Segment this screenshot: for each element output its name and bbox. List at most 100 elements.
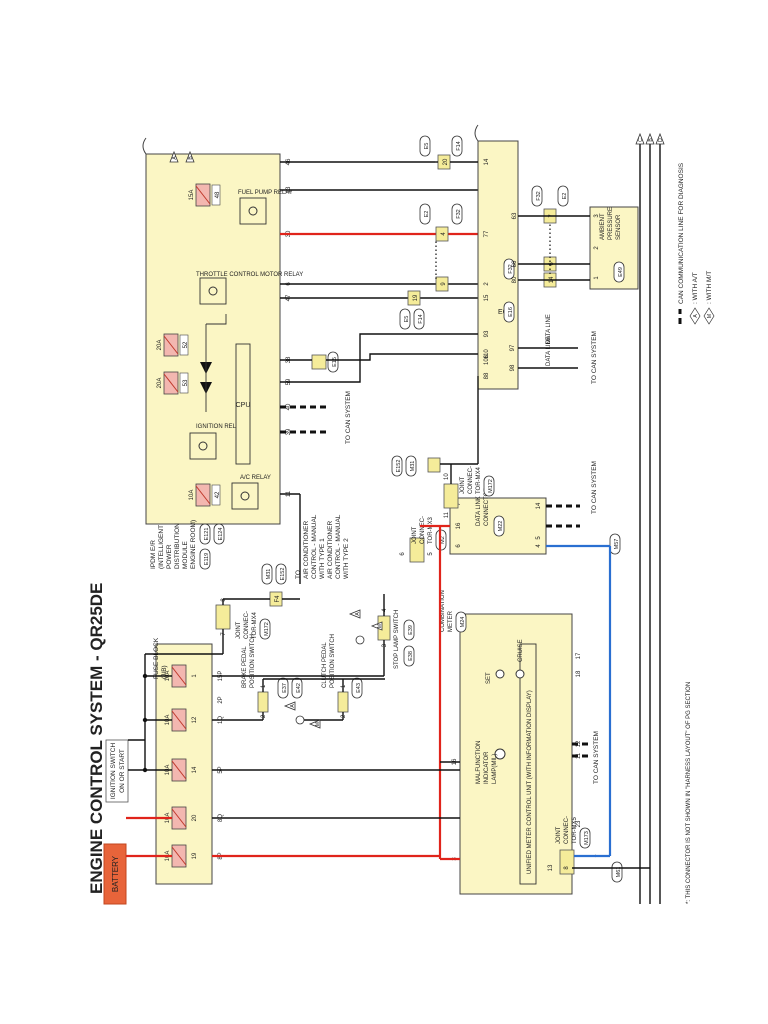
- svg-text:98: 98: [510, 364, 516, 371]
- svg-text:SENSOR: SENSOR: [616, 214, 622, 240]
- svg-text:F32: F32: [456, 209, 462, 218]
- combination-meter: COMBINATION METER M24: [440, 590, 573, 895]
- svg-text:(INTELLIGENT: (INTELLIGENT: [158, 525, 165, 569]
- svg-text:E121: E121: [204, 528, 210, 541]
- joint-connector-mx4-a: 7 8 JOINT CONNEC- TOR-MX4 M172 F4 M31 E1…: [215, 563, 287, 640]
- svg-text:FUEL PUMP RELAY: FUEL PUMP RELAY: [238, 190, 293, 196]
- ignition-switch-label: IGNITION SWITCH ON OR START: [105, 739, 129, 803]
- cruise-lamp: CRUISE: [515, 639, 525, 679]
- svg-text:TOR-MX3: TOR-MX3: [428, 516, 434, 544]
- svg-text:13: 13: [548, 864, 554, 871]
- svg-text:M172: M172: [264, 622, 270, 636]
- ipdm-fuse-53: 20A 53: [157, 371, 189, 395]
- svg-text:A: A: [693, 314, 699, 318]
- svg-text:E2: E2: [562, 193, 568, 200]
- svg-text:(J/B): (J/B): [161, 665, 168, 679]
- svg-text:E42: E42: [296, 683, 302, 693]
- svg-text:TO CAN SYSTEM: TO CAN SYSTEM: [591, 331, 598, 384]
- ipdm-terminals: 11 39 40 59 38 47 6 30 13 46: [286, 158, 292, 497]
- svg-text:M61: M61: [616, 867, 622, 878]
- svg-text:IGNITION SWITCH: IGNITION SWITCH: [110, 743, 117, 800]
- brake-pedal-switch: BRAKE PEDAL POSITION SWITCH 1 2 E37 E42: [242, 634, 303, 718]
- svg-text:93: 93: [484, 330, 490, 337]
- svg-text:F14: F14: [418, 314, 424, 323]
- svg-text:2: 2: [261, 714, 267, 718]
- joint-connector-mx4-b: 11 10 JOINT CONNEC- TOR-MX4 M172 M31 E15…: [391, 455, 495, 518]
- svg-text:CONTROL - MANUAL: CONTROL - MANUAL: [311, 514, 318, 579]
- svg-text:ENGINE ROOM): ENGINE ROOM): [190, 520, 197, 569]
- svg-text:CRUISE: CRUISE: [518, 639, 524, 662]
- ipdm-fuse-48: 15A 48: [189, 183, 221, 207]
- svg-text:110: 110: [484, 349, 490, 359]
- svg-text:STOP LAMP SWITCH: STOP LAMP SWITCH: [394, 610, 400, 669]
- svg-text:20: 20: [192, 814, 198, 821]
- svg-text:19: 19: [413, 294, 419, 301]
- svg-text:80: 80: [512, 276, 518, 283]
- svg-text:E15: E15: [332, 357, 338, 367]
- svg-text:10A: 10A: [189, 490, 195, 501]
- unified-meter-control-unit: UNIFIED METER CONTROL UNIT (WITH INFORMA…: [519, 643, 537, 885]
- svg-text:M: M: [315, 722, 321, 726]
- svg-text:M57: M57: [614, 539, 620, 550]
- ipdm-label: IPDM E/R (INTELLIGENT POWER DISTRIBUTION…: [150, 520, 197, 569]
- ipdm-marker-b: B: [185, 150, 195, 163]
- svg-text:AMBIENT: AMBIENT: [600, 213, 606, 240]
- svg-text:COMBINATION: COMBINATION: [440, 590, 446, 632]
- svg-text:UNIFIED METER CONTROL UNIT (WI: UNIFIED METER CONTROL UNIT (WITH INFORMA…: [527, 690, 533, 874]
- set-lamp: SET: [486, 669, 505, 684]
- data-link-connector: DATA LINK CONNECTOR M22 7 16 6 14 4 5: [449, 487, 547, 555]
- throttle-relay: THROTTLE CONTROL MOTOR RELAY: [196, 272, 303, 305]
- svg-text:23: 23: [576, 820, 582, 827]
- svg-text:WITH TYPE 1: WITH TYPE 1: [319, 538, 326, 579]
- svg-text:BRAKE PEDAL: BRAKE PEDAL: [242, 646, 248, 688]
- ecm-data-line: DATA LINE DATA LINE TO CAN SYSTEM: [518, 314, 598, 384]
- svg-text:METER: METER: [448, 610, 454, 632]
- svg-text:CONNEC-: CONNEC-: [468, 466, 474, 494]
- svg-text:42: 42: [215, 491, 221, 498]
- svg-text:POWER: POWER: [166, 544, 173, 569]
- svg-text:1: 1: [261, 684, 267, 688]
- svg-text:M31: M31: [410, 461, 416, 472]
- svg-text:CONNECTOR: CONNECTOR: [484, 487, 490, 526]
- svg-text:E38: E38: [408, 651, 414, 661]
- svg-text:AIR CONDITIONER: AIR CONDITIONER: [303, 521, 310, 579]
- ipdm-e15-connector: E15: [311, 351, 339, 373]
- dlc-to-can: TO CAN SYSTEM: [591, 461, 598, 514]
- ipdm-to-can: TO CAN SYSTEM: [345, 391, 352, 444]
- meter-to-can: TO CAN SYSTEM: [593, 731, 600, 784]
- svg-text:3: 3: [594, 214, 600, 218]
- svg-text:LAMP(MIL): LAMP(MIL): [492, 754, 498, 784]
- ecm-side-terminals: 2 15 93 110 106 88 98 97: [484, 282, 516, 380]
- svg-text:SET: SET: [486, 672, 492, 684]
- svg-text:63: 63: [512, 212, 518, 219]
- svg-text:TOR-MX4: TOR-MX4: [252, 611, 258, 639]
- svg-text:14: 14: [192, 766, 198, 773]
- svg-text:E5: E5: [424, 143, 430, 150]
- ecm-inline-20: 20 E5 F14: [419, 135, 463, 170]
- svg-text:DATA LINK: DATA LINK: [476, 496, 482, 526]
- battery: BATTERY: [103, 843, 127, 905]
- svg-text:E119: E119: [204, 553, 210, 565]
- svg-text:M: M: [707, 314, 713, 318]
- svg-text:97: 97: [510, 344, 516, 351]
- svg-text:20A: 20A: [157, 340, 163, 351]
- svg-text:TO: TO: [295, 570, 302, 579]
- svg-text:10: 10: [444, 473, 450, 480]
- svg-text:E152: E152: [280, 568, 286, 581]
- marker-group-switch: A M A M: [283, 609, 383, 729]
- bus-markers: C B D: [635, 132, 665, 145]
- svg-text:AIR CONDITIONER: AIR CONDITIONER: [327, 521, 334, 579]
- ecm-top-terminals: 14 77 66 63 80: [484, 158, 518, 283]
- svg-text:D: D: [658, 138, 664, 142]
- footnote: *: THIS CONNECTOR IS NOT SHOWN IN "HARNE…: [686, 682, 692, 904]
- svg-text:PRESSURE: PRESSURE: [608, 207, 614, 240]
- svg-text:A: A: [172, 156, 178, 160]
- ecm-inline-19: 19 E5 F14: [399, 290, 425, 330]
- svg-text:15: 15: [484, 294, 490, 301]
- svg-text:A: A: [355, 612, 361, 616]
- svg-text:: WITH M/T: : WITH M/T: [706, 271, 713, 304]
- svg-text:20A: 20A: [157, 378, 163, 389]
- svg-text:14: 14: [484, 158, 490, 165]
- svg-text:F32: F32: [508, 264, 514, 273]
